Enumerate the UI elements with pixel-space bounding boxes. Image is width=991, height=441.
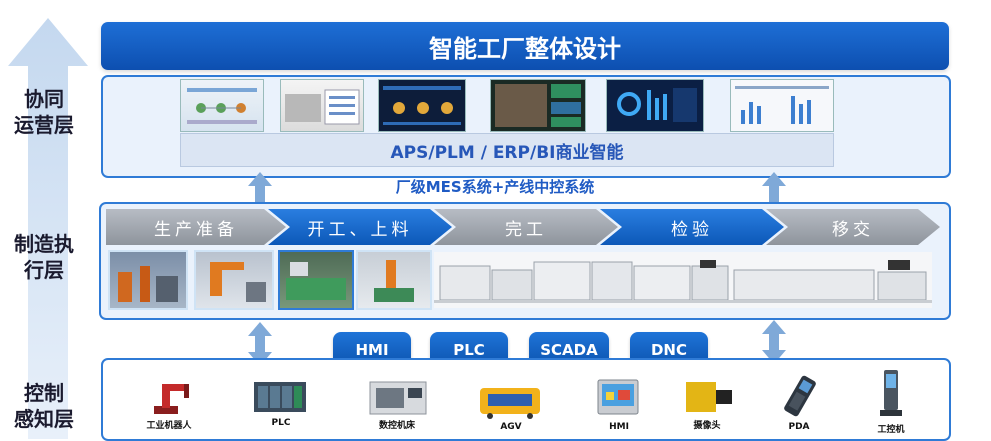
process-step: 检验: [600, 209, 784, 245]
factory-photo: [108, 250, 188, 310]
vertical-up-arrow-icon: [8, 18, 88, 439]
layer-label-collaborative-ops: 协同 运营层: [14, 87, 74, 137]
device-label-hmi: HMI: [609, 422, 629, 432]
industrial-pc-icon: [880, 370, 902, 416]
pda-icon: [784, 375, 816, 417]
factory-photo: [356, 250, 432, 310]
hmi-panel-icon: [597, 379, 639, 415]
page-title: 智能工厂整体设计: [101, 22, 949, 70]
process-step: 开工、上料: [268, 209, 452, 245]
factory-photo: [194, 250, 274, 310]
device-label-ipc: 工控机: [877, 425, 905, 435]
agv-icon: [480, 388, 540, 419]
layer-label-control-sensing: 控制 感知层: [14, 381, 74, 431]
process-step: 移交: [766, 209, 940, 245]
device-label-robot: 工业机器人: [146, 421, 192, 431]
industrial-robot-icon: [154, 384, 189, 414]
layer-label-manufacturing-exec: 制造执 行层: [14, 232, 74, 282]
device-label-cnc: 数控机床: [378, 421, 415, 431]
system-screenshot: [378, 79, 466, 132]
process-step: 生产准备: [106, 209, 286, 245]
system-screenshot: [606, 79, 704, 132]
device-label-agv: AGV: [500, 422, 522, 432]
system-screenshot: [490, 79, 586, 132]
production-line-image: [434, 252, 932, 308]
business-apps-bar: APS/PLM / ERP/BI商业智能: [180, 133, 834, 167]
process-step: 完工: [434, 209, 618, 245]
device-label-pda: PDA: [788, 422, 810, 432]
system-screenshot: [280, 79, 364, 132]
plc-device-icon: [254, 382, 306, 412]
camera-icon: [686, 382, 732, 412]
device-label-camera: 摄像头: [693, 421, 721, 431]
double-arrow-icon: [762, 320, 786, 364]
device-label-plc: PLC: [271, 418, 291, 428]
double-arrow-icon: [248, 322, 272, 366]
system-screenshot: [730, 79, 834, 132]
cnc-machine-icon: [369, 381, 427, 415]
factory-photo: [278, 250, 354, 310]
mes-system-label: 厂级MES系统+产线中控系统: [395, 178, 595, 196]
system-screenshot: [180, 79, 264, 132]
